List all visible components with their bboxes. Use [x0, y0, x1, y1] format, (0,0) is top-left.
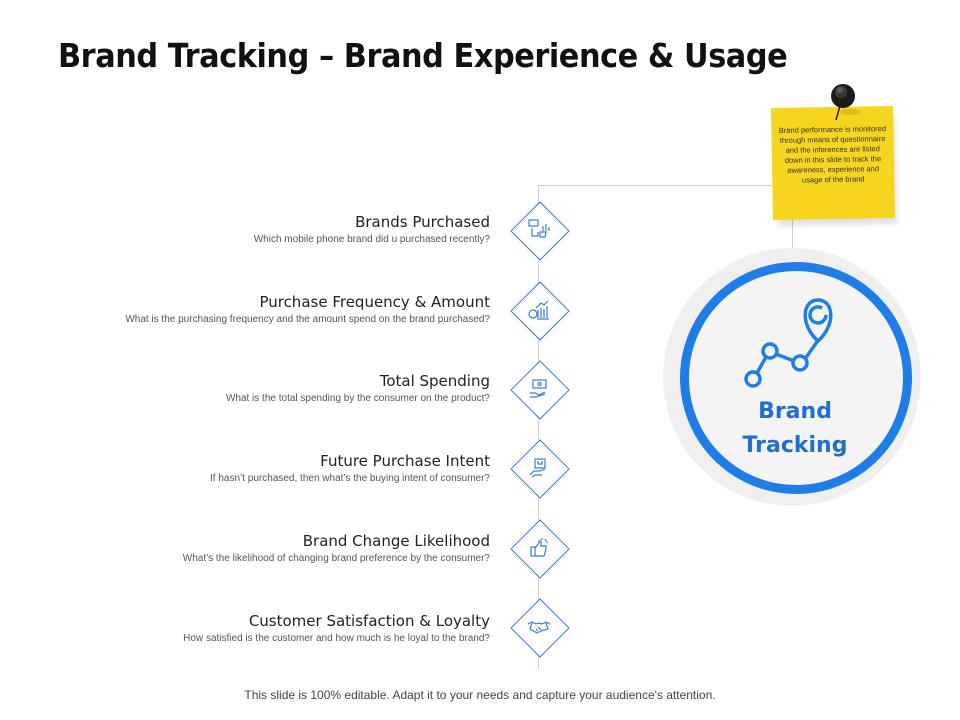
buy-cart-icon [525, 216, 553, 244]
handshake-icon [525, 613, 553, 641]
list-item: Customer Satisfaction & Loyalty How sati… [50, 612, 490, 644]
item-subtext: What is the purchasing frequency and the… [125, 314, 490, 325]
item-heading: Brand Change Likelihood [302, 532, 490, 550]
item-heading: Purchase Frequency & Amount [259, 293, 490, 311]
list-item: Brands Purchased Which mobile phone bran… [50, 213, 490, 245]
list-item: Future Purchase Intent If hasn’t purchas… [50, 452, 490, 484]
bag-in-hand-icon [525, 454, 553, 482]
list-item: Brand Change Likelihood What’s the likel… [50, 532, 490, 564]
item-subtext: What is the total spending by the consum… [225, 393, 490, 404]
item-subtext: How satisfied is the customer and how mu… [183, 633, 490, 644]
item-heading: Total Spending [379, 372, 490, 390]
label-line-2: Tracking [742, 433, 848, 458]
brand-tracking-label: Brand Tracking [700, 395, 890, 463]
connector-horizontal [538, 185, 780, 186]
connector-vertical [538, 185, 539, 669]
item-subtext: If hasn’t purchased, then what’s the buy… [210, 473, 490, 484]
sticky-note-text: Brand performance is monitored through m… [778, 124, 887, 185]
item-subtext: Which mobile phone brand did u purchased… [253, 234, 490, 245]
label-line-1: Brand [758, 399, 832, 424]
location-tracking-icon [740, 295, 840, 395]
push-pin-icon [826, 82, 862, 127]
connector-note [792, 212, 793, 250]
thumbs-up-icon [525, 534, 553, 562]
cash-in-hand-icon [525, 375, 553, 403]
footer-note: This slide is 100% editable. Adapt it to… [244, 688, 716, 702]
list-item: Purchase Frequency & Amount What is the … [50, 293, 490, 325]
item-subtext: What’s the likelihood of changing brand … [182, 553, 490, 564]
brand-tracking-circle [680, 262, 912, 494]
item-heading: Brands Purchased [355, 213, 490, 231]
page-title: Brand Tracking – Brand Experience & Usag… [58, 36, 788, 75]
item-heading: Customer Satisfaction & Loyalty [248, 612, 490, 630]
item-heading: Future Purchase Intent [320, 452, 490, 470]
money-growth-chart-icon [525, 296, 553, 324]
list-item: Total Spending What is the total spendin… [50, 372, 490, 404]
